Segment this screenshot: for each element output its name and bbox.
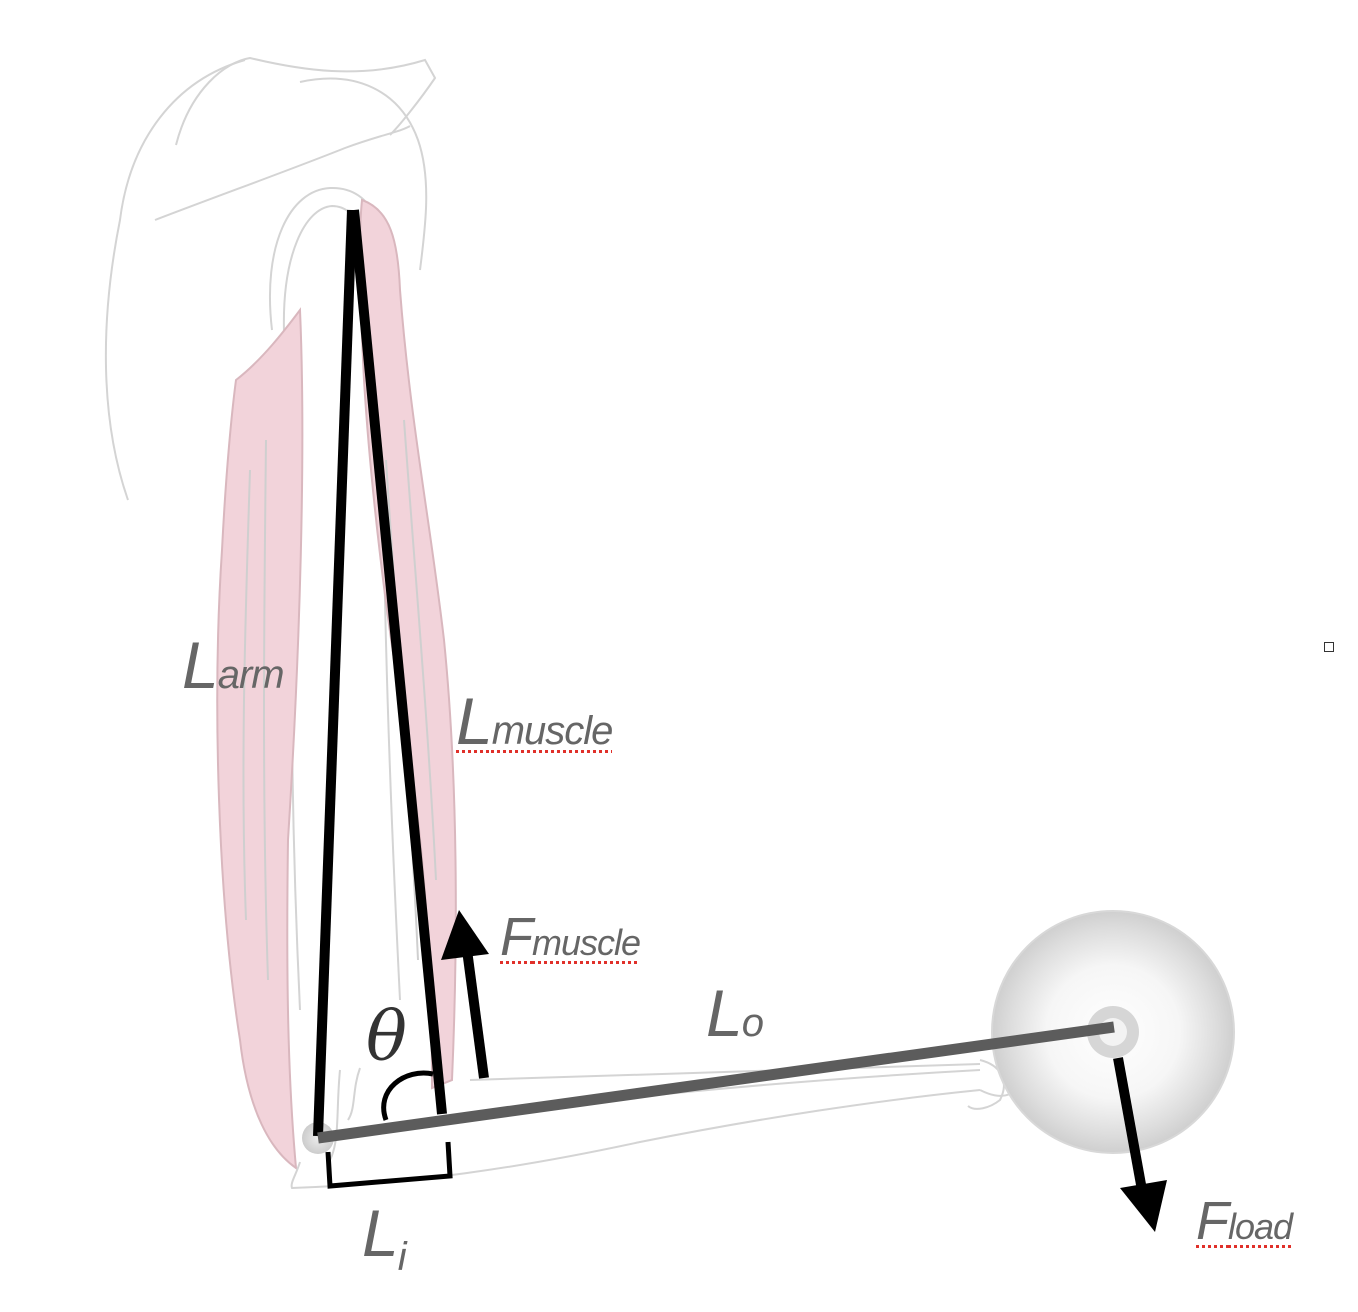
load-force-arrow (1113, 1057, 1167, 1232)
load-force-symbol: F (1196, 1191, 1229, 1251)
arm-length-symbol: L (182, 628, 219, 702)
lever-length-symbol: L (706, 976, 743, 1050)
load-force-label: Fload (1196, 1191, 1293, 1251)
resize-handle[interactable] (1324, 642, 1334, 652)
shoulder-outline (104, 56, 437, 501)
muscle-force-symbol: F (500, 907, 533, 967)
muscle-length-line (349, 209, 447, 1115)
lever-length-subscript: o (741, 1001, 764, 1045)
li-bracket (325, 1141, 453, 1189)
muscle-length-symbol: L (456, 684, 493, 758)
arm-length-line (313, 209, 357, 1137)
muscle-force-subscript: muscle (532, 922, 641, 963)
muscle-force-arrow (441, 910, 489, 1079)
insertion-length-subscript: i (397, 1235, 407, 1279)
muscle-force-label: Fmuscle (500, 907, 641, 967)
insertion-length-label: Li (362, 1200, 407, 1277)
muscle-length-label: Lmuscle (456, 688, 614, 754)
insertion-length-symbol: L (362, 1196, 399, 1270)
angle-theta-label: θ (366, 998, 407, 1077)
muscle-length-subscript: muscle (491, 709, 614, 753)
angle-arc (381, 1070, 434, 1121)
forearm-lever-line (317, 1021, 1115, 1144)
arm-length-label: Larm (182, 632, 285, 698)
muscle-shapes (216, 198, 457, 1171)
load-force-subscript: load (1228, 1206, 1293, 1247)
arm-length-subscript: arm (217, 653, 285, 697)
lever-length-label: Lo (706, 980, 764, 1046)
